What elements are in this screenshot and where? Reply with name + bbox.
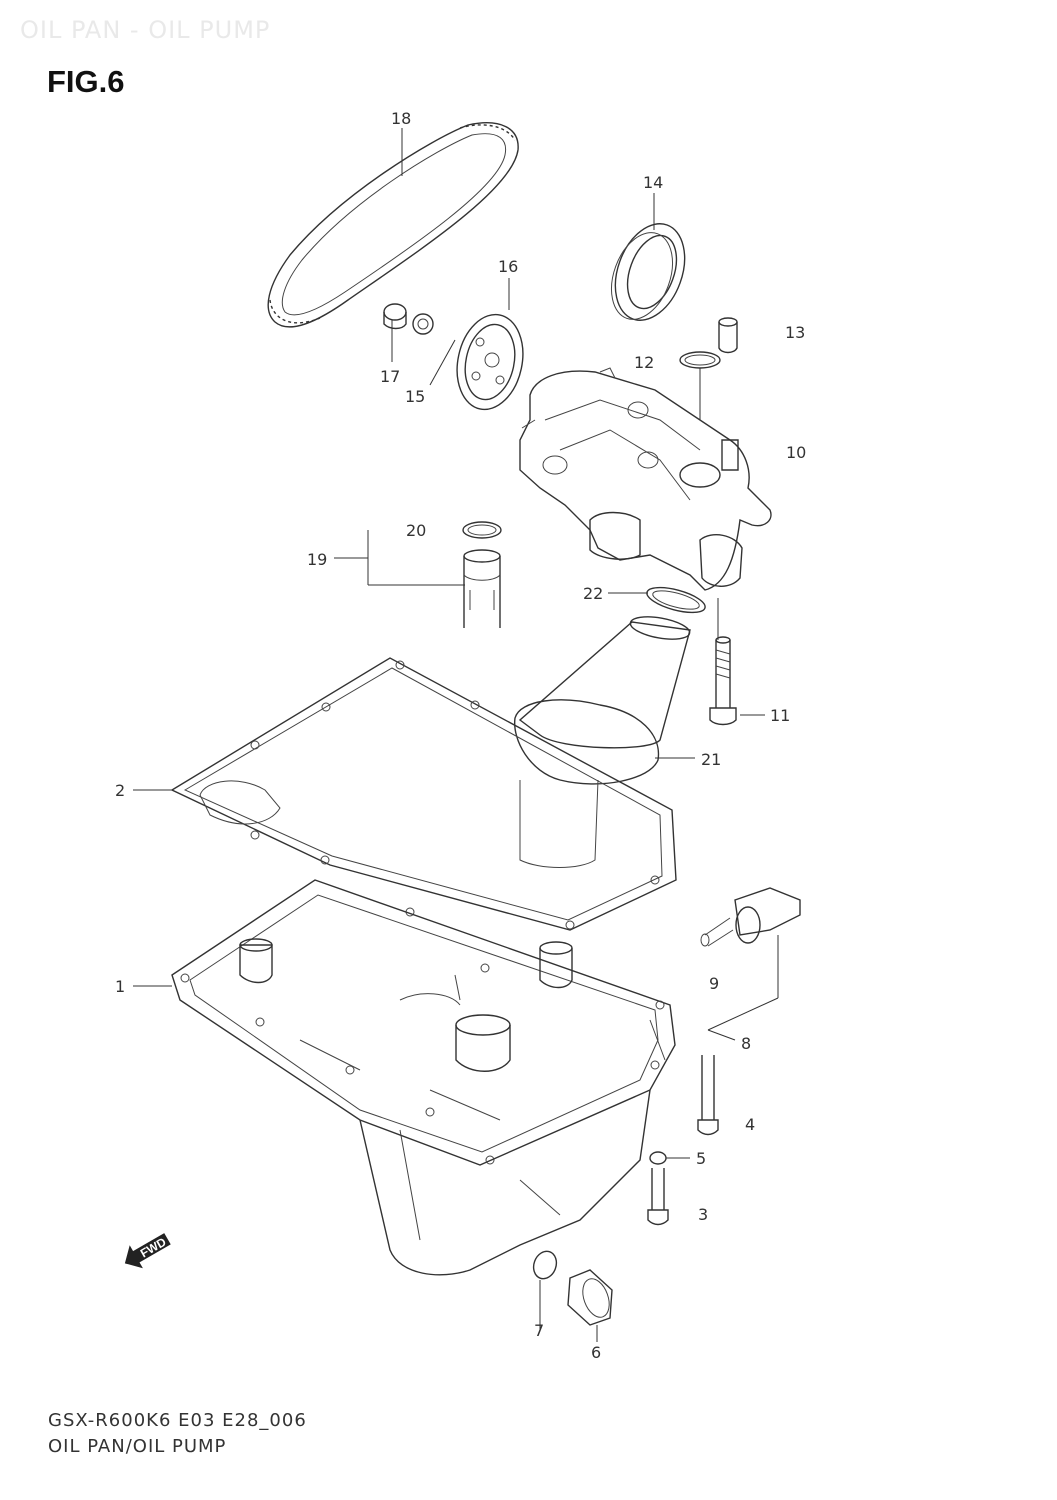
part-3-bolt — [647, 1168, 669, 1226]
part-11-bolt — [709, 636, 737, 726]
watermark-text: OIL PAN - OIL PUMP — [20, 16, 271, 44]
callout-4: 4 — [745, 1115, 755, 1134]
callout-14: 14 — [643, 173, 663, 192]
part-22-o-ring — [646, 586, 706, 614]
part-16-sprocket — [456, 313, 524, 411]
callout-13: 13 — [785, 323, 805, 342]
part-2-gasket — [170, 657, 677, 973]
part-6-drain-plug — [567, 1269, 613, 1326]
callout-10: 10 — [786, 443, 806, 462]
callout-labels: 1 2 3 4 5 6 7 8 9 10 11 12 13 14 15 16 1… — [115, 109, 806, 1362]
callout-5: 5 — [696, 1149, 706, 1168]
callout-9: 9 — [709, 974, 719, 993]
part-14-seal — [611, 223, 686, 321]
callout-2: 2 — [115, 781, 125, 800]
part-4-bolt — [697, 1055, 719, 1136]
callout-17: 17 — [380, 367, 400, 386]
forward-arrow-icon: FWD — [124, 1233, 171, 1269]
figure-title: FIG.6 — [47, 64, 125, 99]
part-21-strainer — [514, 616, 691, 868]
callout-11: 11 — [770, 706, 790, 725]
part-15-washer — [412, 313, 434, 335]
callout-7: 7 — [534, 1321, 544, 1340]
part-13-pin — [718, 317, 738, 354]
callout-22: 22 — [583, 584, 603, 603]
diagram-name: OIL PAN/OIL PUMP — [48, 1436, 227, 1457]
callout-6: 6 — [591, 1343, 601, 1362]
part-10-oil-pump — [519, 367, 772, 591]
diagram-code: GSX-R600K6 E03 E28_006 — [48, 1410, 307, 1431]
callout-1: 1 — [115, 977, 125, 996]
callout-8: 8 — [741, 1034, 751, 1053]
callout-3: 3 — [698, 1205, 708, 1224]
part-9-pressure-switch — [700, 887, 801, 947]
part-17-bolt — [383, 303, 407, 330]
part-7-gasket — [532, 1250, 558, 1280]
part-1-oil-pan — [171, 879, 676, 1276]
part-19-nozzle — [463, 549, 501, 628]
callout-12: 12 — [634, 353, 654, 372]
callout-19: 19 — [307, 550, 327, 569]
callout-18: 18 — [391, 109, 411, 128]
part-5-washer — [649, 1151, 667, 1165]
callout-20: 20 — [406, 521, 426, 540]
callout-15: 15 — [405, 387, 425, 406]
part-12-o-ring — [679, 351, 721, 369]
callout-16: 16 — [498, 257, 518, 276]
callout-21: 21 — [701, 750, 721, 769]
part-18-chain — [267, 122, 519, 328]
leader-lines — [133, 128, 779, 1342]
part-20-o-ring — [462, 521, 502, 539]
